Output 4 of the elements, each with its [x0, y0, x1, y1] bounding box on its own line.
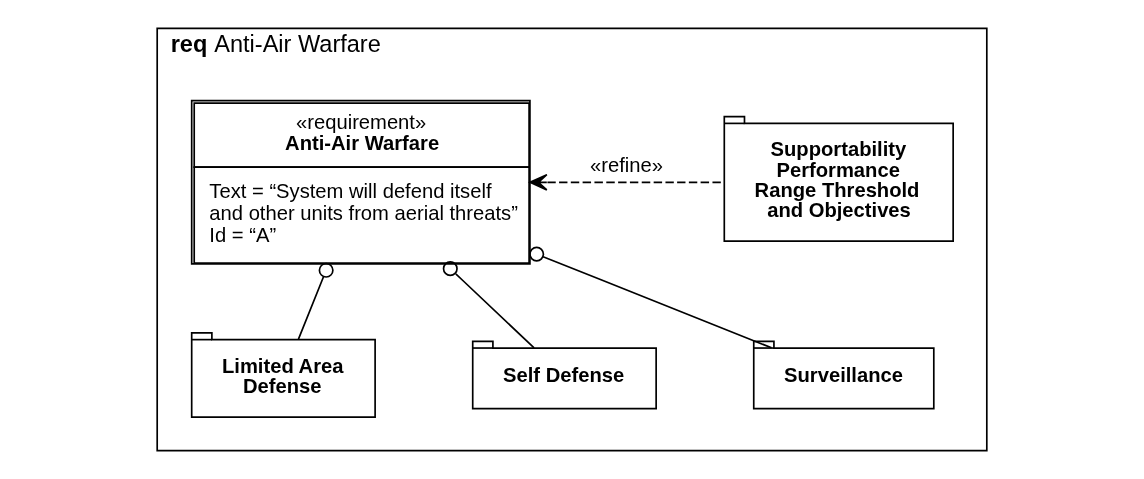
connector: [529, 246, 773, 349]
connector: [442, 261, 535, 349]
edge-label: «refine»: [590, 153, 664, 176]
connector: [297, 262, 334, 340]
